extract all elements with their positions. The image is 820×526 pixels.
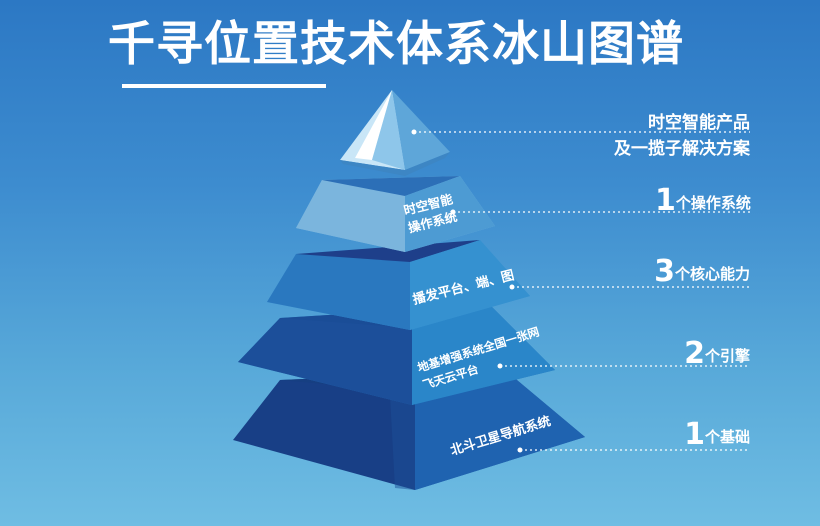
pyramid-layer-core [267, 240, 530, 330]
right-label-os-text: 个操作系统 [675, 194, 751, 212]
connector-dots [411, 129, 523, 453]
pyramid-layer-tip [340, 90, 450, 176]
right-label-os-number: 1 [655, 183, 676, 218]
right-label-core: 3个核心能力 [640, 254, 750, 289]
right-label-engine: 2个引擎 [655, 336, 750, 371]
connector-dot-tip [411, 129, 417, 135]
right-label-core-number: 3 [654, 254, 675, 289]
right-label-tip: 时空智能产品 及一揽子解决方案 [610, 110, 750, 162]
right-label-base-text: 个基础 [704, 428, 750, 446]
pyramid-layer-os [296, 176, 495, 252]
right-label-base: 1个基础 [655, 417, 750, 452]
connector-dot-engine [497, 363, 503, 369]
title-underline [122, 84, 326, 88]
right-label-engine-text: 个引擎 [704, 347, 750, 365]
page-title: 千寻位置技术体系冰山图谱 [108, 17, 684, 72]
pyramid-layer-engine [238, 305, 555, 405]
right-label-os: 1个操作系统 [655, 183, 751, 218]
right-label-tip-line1: 时空智能产品 [648, 113, 750, 133]
right-label-engine-number: 2 [684, 336, 705, 371]
right-label-core-text: 个核心能力 [674, 265, 750, 283]
connector-dot-base [517, 447, 523, 453]
right-label-base-number: 1 [684, 417, 705, 452]
connector-dot-os [450, 209, 456, 215]
right-label-tip-line2: 及一揽子解决方案 [614, 139, 750, 159]
connector-lines [414, 131, 750, 451]
connector-dot-core [509, 284, 515, 290]
